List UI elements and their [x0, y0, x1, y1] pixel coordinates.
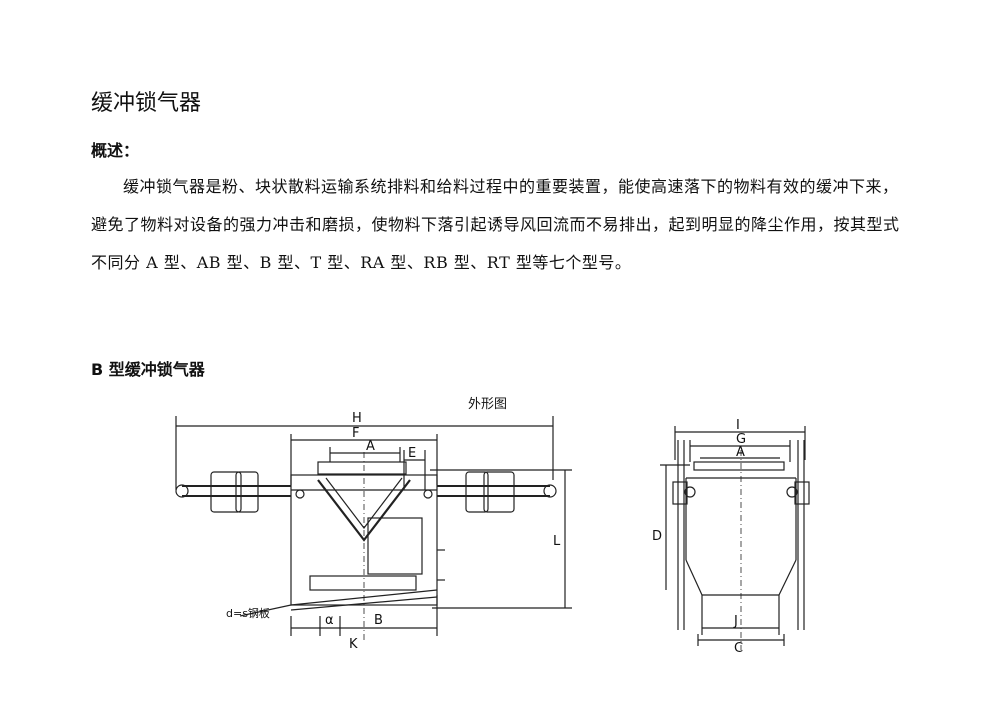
overview-paragraph: 缓冲锁气器是粉、块状散料运输系统排料和给料过程中的重要装置，能使高速落下的物料有… [91, 177, 900, 272]
label-e: E [408, 446, 416, 461]
label-i: I [736, 418, 740, 433]
label-l: L [553, 534, 561, 549]
label-j: J [733, 614, 738, 629]
page-title: 缓冲锁气器 [91, 90, 202, 116]
label-a-side: A [736, 445, 745, 460]
label-plate-note: d=s钢板 [226, 606, 270, 620]
label-a-front: A [366, 439, 375, 454]
label-f: F [352, 426, 359, 441]
b-type-heading: B 型缓冲锁气器 [91, 360, 205, 379]
label-k: K [349, 637, 358, 652]
label-h: H [352, 411, 362, 426]
label-alpha: α [325, 613, 334, 628]
label-d: D [652, 529, 662, 544]
label-c: C [734, 641, 743, 656]
overview-heading: 概述： [91, 141, 140, 160]
outline-drawing: 外形图 H F A E L B K α d=s钢板 I G A D J C [175, 397, 810, 656]
drawing-caption: 外形图 [468, 397, 507, 412]
label-g: G [736, 432, 746, 447]
label-b: B [374, 613, 383, 628]
